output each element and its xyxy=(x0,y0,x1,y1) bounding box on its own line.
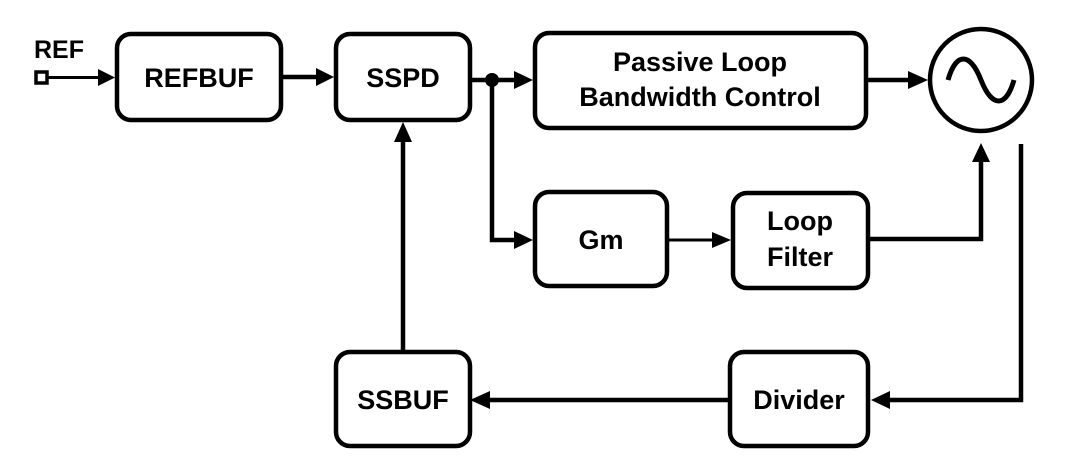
arrow-refbuf-sspd xyxy=(316,68,334,86)
refbuf-label: REFBUF xyxy=(144,63,254,93)
arrow-sspd-passive xyxy=(514,71,533,89)
loopfilter-label-line1: Loop xyxy=(767,206,833,236)
arrow-loopfilter-vco xyxy=(972,143,990,162)
sspd-label: SSPD xyxy=(366,63,440,93)
arrow-ref-refbuf xyxy=(98,69,115,86)
arrow-junction-gm xyxy=(514,231,533,249)
block-ssbuf: SSBUF xyxy=(333,349,473,449)
arrow-vco-divider xyxy=(871,391,890,409)
block-refbuf: REFBUF xyxy=(114,31,284,123)
passive-label-line1: Passive Loop xyxy=(613,47,787,77)
block-gm: Gm xyxy=(532,189,670,289)
arrow-divider-ssbuf xyxy=(470,391,490,409)
block-loop-filter: Loop Filter xyxy=(730,190,871,291)
arrow-passive-vco xyxy=(908,71,928,89)
ref-label: REF xyxy=(34,36,84,64)
sine-wave-icon xyxy=(945,56,1017,104)
arrow-gm-loopfilter xyxy=(712,232,731,248)
ref-input-pin xyxy=(34,70,49,85)
block-sspd: SSPD xyxy=(333,31,473,123)
block-divider: Divider xyxy=(727,349,871,449)
gm-label: Gm xyxy=(578,225,623,255)
ssbuf-label: SSBUF xyxy=(357,385,449,415)
loopfilter-label-line2: Filter xyxy=(767,242,834,272)
wire-vco-divider xyxy=(888,144,1024,403)
divider-label: Divider xyxy=(753,385,845,415)
block-passive-loop-bandwidth-control: Passive Loop Bandwidth Control xyxy=(532,30,869,131)
wire-loopfilter-vco xyxy=(868,160,984,242)
wire-junction-gm xyxy=(489,80,518,243)
vco xyxy=(927,26,1035,134)
passive-label-line2: Bandwidth Control xyxy=(579,82,820,112)
arrow-ssbuf-sspd xyxy=(394,122,412,142)
